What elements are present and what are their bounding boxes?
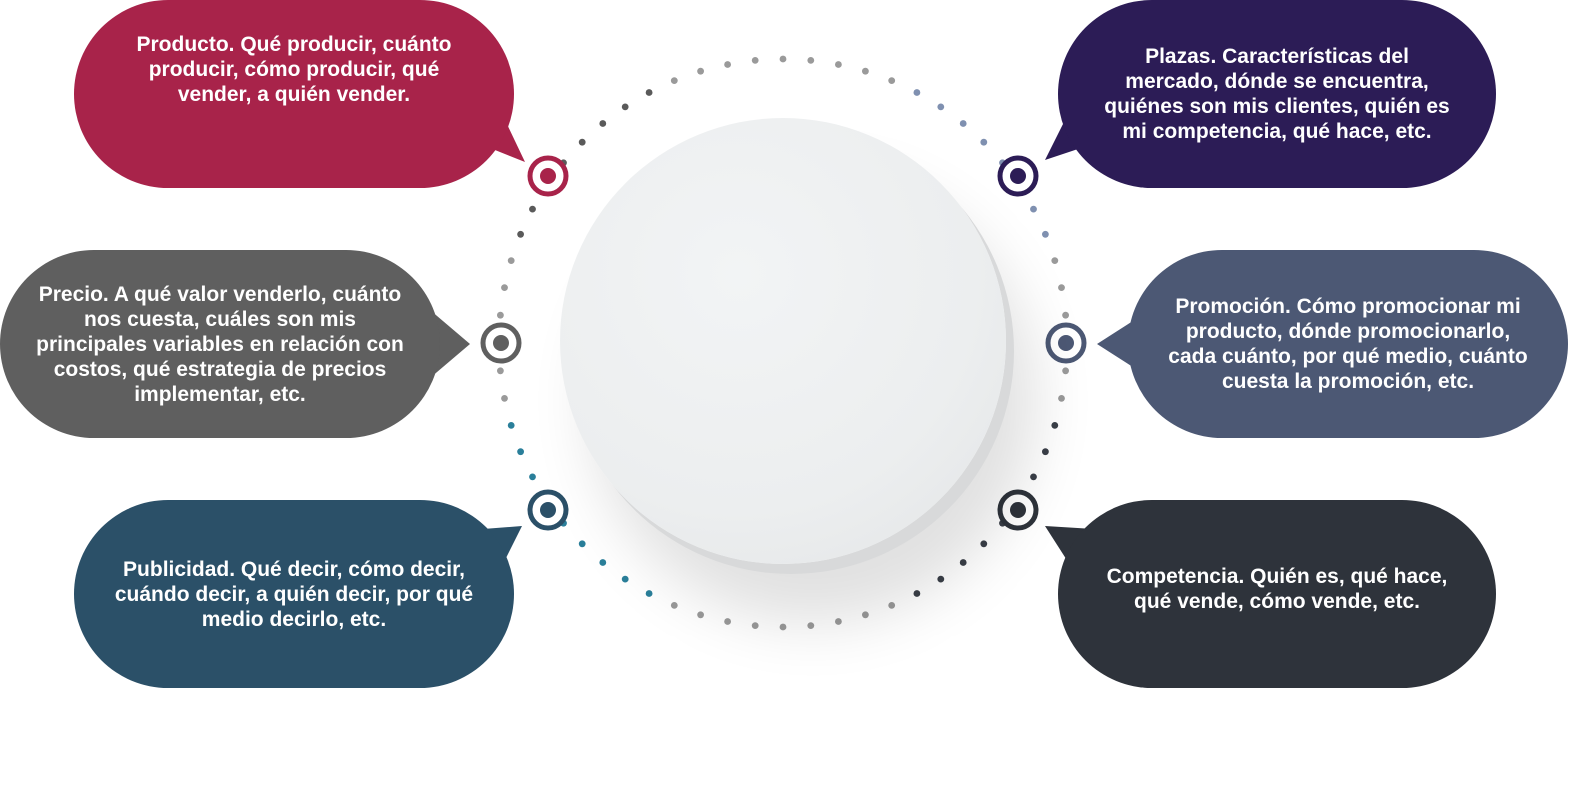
ring-dot	[501, 284, 508, 291]
ring-dot	[529, 473, 536, 481]
ring-dot	[599, 120, 607, 127]
ring-dot	[517, 230, 524, 238]
ring-dot	[751, 57, 759, 64]
ring-marker-dot-plazas	[1010, 168, 1026, 184]
ring-dot	[645, 590, 653, 597]
ring-dot	[959, 559, 967, 566]
ring-dot	[913, 89, 921, 96]
ring-dot	[599, 559, 607, 566]
ring-dot	[980, 138, 988, 146]
ring-dot	[1030, 473, 1037, 481]
ring-dot	[507, 257, 515, 264]
ring-dot	[578, 138, 586, 146]
ring-dot	[529, 205, 536, 213]
ring-dot	[980, 540, 988, 548]
bubble-plazas-text: Plazas. Características del mercado, dón…	[1104, 45, 1450, 143]
ring-marker-dot-promocion	[1058, 335, 1074, 351]
bubble-competencia: Competencia. Quién es, qué hace, qué ven…	[1058, 500, 1496, 688]
ring-dot	[959, 120, 967, 127]
ring-dot	[888, 602, 896, 609]
ring-dot	[670, 602, 678, 609]
center-circle	[560, 118, 1006, 564]
ring-dot	[1058, 395, 1065, 402]
ring-markers	[480, 155, 1087, 531]
ring-dot	[497, 311, 504, 319]
ring-dot	[1042, 448, 1049, 456]
bubble-plazas: Plazas. Características del mercado, dón…	[1058, 0, 1496, 188]
ring-marker-dot-competencia	[1010, 502, 1026, 518]
ring-dot	[779, 55, 787, 63]
ring-dot	[507, 422, 515, 429]
ring-dot	[621, 575, 629, 583]
bubble-promocion: Promoción. Cómo promocionar mi producto,…	[1128, 250, 1568, 438]
ring-dot	[578, 540, 586, 548]
ring-dot	[621, 103, 629, 111]
ring-dot	[645, 89, 653, 96]
bubble-publicidad-text: Publicidad. Qué decir, cómo decir, cuánd…	[114, 557, 474, 631]
ring-dot	[913, 590, 921, 597]
ring-marker-dot-precio	[493, 335, 509, 351]
ring-dot	[779, 623, 787, 631]
ring-dot	[517, 448, 524, 456]
ring-dot	[862, 611, 869, 619]
ring-marker-dot-publicidad	[540, 502, 556, 518]
ring-dot	[497, 367, 504, 375]
ring-dot	[807, 57, 815, 64]
bubble-competencia-text: Competencia. Quién es, qué hace, qué ven…	[1106, 565, 1448, 613]
ring-dot	[835, 618, 842, 625]
bubble-promocion-text: Promoción. Cómo promocionar mi producto,…	[1168, 295, 1528, 393]
ring-dot	[807, 622, 815, 629]
ring-dot	[937, 103, 945, 111]
ring-dot	[1030, 205, 1037, 213]
tail-precio	[430, 310, 470, 378]
ring-dot	[724, 618, 731, 625]
ring-dot	[1051, 422, 1059, 429]
ring-dot	[1051, 257, 1059, 264]
ring-dot	[1058, 284, 1065, 291]
ring-dot	[1062, 311, 1069, 319]
bubble-precio-text: Precio. A qué valor venderlo, cuánto nos…	[36, 282, 404, 406]
ring-dot	[862, 67, 869, 75]
bubble-producto: Producto. Qué producir, cuánto producir,…	[74, 0, 514, 188]
ring-dot	[670, 77, 678, 84]
ring-dot	[501, 395, 508, 402]
ring-dot	[724, 61, 731, 68]
ring-dot	[1042, 230, 1049, 238]
bubble-publicidad: Publicidad. Qué decir, cómo decir, cuánd…	[74, 500, 514, 688]
ring-marker-dot-producto	[540, 168, 556, 184]
ring-dot	[697, 67, 704, 75]
bubble-producto-text: Producto. Qué producir, cuánto producir,…	[136, 32, 452, 106]
ring-dot	[888, 77, 896, 84]
ring-dot	[835, 61, 842, 68]
ring-dot	[751, 622, 759, 629]
ring-dot	[697, 611, 704, 619]
ring-dot	[937, 575, 945, 583]
ring-dot	[1062, 367, 1069, 375]
bubble-precio: Precio. A qué valor venderlo, cuánto nos…	[0, 250, 440, 438]
